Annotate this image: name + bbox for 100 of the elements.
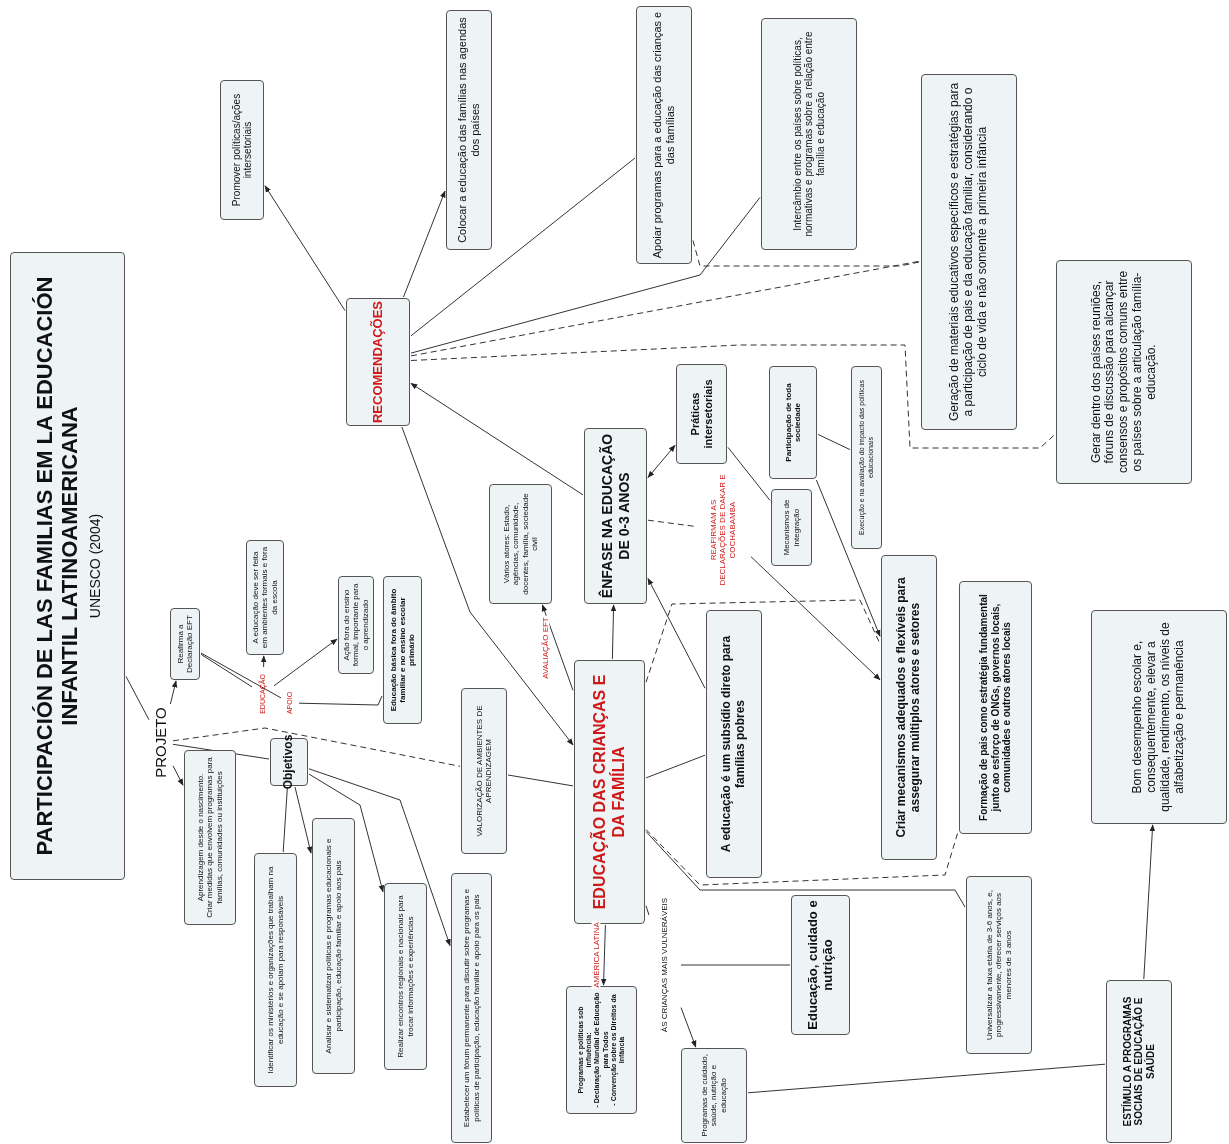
heading-box <box>10 252 125 880</box>
concept-text: Apoiar programas para a educação das crianças e das famílias <box>651 11 677 259</box>
connector-line <box>817 433 851 451</box>
connector-line <box>282 786 288 853</box>
arrow <box>308 773 385 893</box>
connector-line <box>747 1063 1106 1094</box>
connector-line <box>645 599 881 683</box>
concept-box <box>966 876 1032 1054</box>
edge-label: AVALIAÇÃO EFT <box>540 616 550 680</box>
concept-text: Práticas intersetoriais <box>688 378 715 451</box>
arrow <box>647 444 676 479</box>
concept-text: Geração de materiais educativos específicos e estratégias para a participação de pais e da educação familiar, considerando o ciclo de vida e não somente a primeira infância <box>948 81 990 424</box>
concept-text: Bom desempenho escolar e, consequentemente, elevar a qualidade, rendimento, os níveis de alfabetização e permanência <box>1131 621 1187 814</box>
connector-line <box>680 964 791 966</box>
concept-box <box>791 895 850 1035</box>
concept-box <box>461 688 507 854</box>
concept-box <box>446 10 492 250</box>
arrow <box>410 382 584 496</box>
connector-line <box>172 727 461 767</box>
concept-text: Mecanismos de integração <box>782 498 801 558</box>
concept-text: ESTÍMULO A PROGRAMAS SOCIAIS DE EDUCAÇÃO E SAÚDE <box>1121 995 1157 1129</box>
arrow <box>647 577 706 689</box>
concept-text: EDUCAÇÃO DAS CRIANÇAS E DA FAMÍLIA <box>591 673 628 912</box>
arrow <box>260 655 267 668</box>
concept-box <box>383 576 422 724</box>
concept-box <box>851 366 882 549</box>
concept-text: Aprendizagem desde o nascimento. <box>196 773 206 902</box>
connector-line <box>298 695 383 706</box>
concept-text: Formação de pais como estratégia fundamental junto ao esforço de ONGs, governos locais, comunidades e outros atores locais <box>978 593 1013 823</box>
arrow <box>169 680 178 705</box>
concept-box <box>761 18 857 250</box>
concept-box <box>346 298 410 426</box>
concept-box <box>921 74 1017 430</box>
concept-text: Colocar a educação das famílias nas agendas dos países <box>456 16 482 245</box>
connector-line <box>645 829 959 886</box>
connector-line <box>410 157 636 337</box>
concept-box <box>220 80 264 220</box>
arrow <box>403 190 446 298</box>
connector-line <box>645 831 966 908</box>
concept-box <box>338 576 374 674</box>
concept-box <box>706 610 762 878</box>
concept-box <box>312 818 355 1074</box>
concept-label: PROJETO <box>150 705 172 780</box>
concept-text: Promover políticas/ações intersetoriais <box>230 92 254 209</box>
concept-text: Reafirma a Declaração EFT <box>175 614 195 675</box>
subheading-text: UNESCO (2004) <box>86 513 103 619</box>
concept-text: Identificar os ministérios e organizações que trabalham na educação e se apoiam para responsáveis <box>266 865 285 1076</box>
concept-box <box>1106 980 1172 1143</box>
concept-text: Criar medidas que envolvem programas para famílias, comunidades ou instituições <box>205 756 224 920</box>
concept-label: ÀS CRIANÇAS MAIS VULNERÁVEIS <box>650 895 680 1035</box>
arrow <box>1143 824 1156 980</box>
concept-label: REAFIRMAM AS DECLARAÇÕES DE DAKAR E COCHABAMBA <box>696 474 750 586</box>
connector-line <box>200 653 253 688</box>
connector-line <box>125 675 150 721</box>
concept-box <box>769 366 817 479</box>
concept-text: Educação básica fora do âmbito familiar e no ensino escolar primário <box>388 587 417 714</box>
connector-line <box>410 196 761 354</box>
concept-text: VALORIZAÇÃO DE AMBIENTES DE APRENDIZAGEM <box>474 704 494 839</box>
concept-text: Universalizar a faixa etária de 3-6 anos, e, progressivamente, oferecer serviços aos menores de 3 anos <box>985 889 1013 1042</box>
concept-text: Ação fora do ensino formal, importante para o aprendizado <box>342 582 370 669</box>
concept-text: Intercâmbio entre os países sobre políticas, normativas e programas sobre a relação entre família e educação <box>791 30 827 239</box>
concept-text: Objetivos <box>282 734 296 790</box>
concept-box <box>489 484 552 604</box>
concept-box <box>959 581 1032 834</box>
arrow <box>815 479 881 637</box>
arrow <box>264 185 346 312</box>
concept-box <box>384 883 427 1070</box>
concept-text: Programas de cuidado, saúde, nutrição e educação <box>700 1053 728 1138</box>
arrow <box>401 426 574 746</box>
concept-box <box>1091 610 1227 824</box>
connector-line <box>645 754 706 779</box>
concept-box <box>681 1048 747 1143</box>
connector-line <box>410 344 1056 449</box>
concept-text: A educação deve ser feita em ambientes formais e fora da escola <box>251 545 279 650</box>
concept-text: RECOMENDAÇÕES <box>370 300 386 424</box>
arrow <box>680 1007 697 1048</box>
connector-line <box>692 240 921 267</box>
connector-line <box>507 774 574 787</box>
concept-text: Estabelecer um fórum permanente para discutir sobre programas e políticas de participação, educação familiar e apoio para os pais <box>462 887 481 1130</box>
concept-box <box>566 986 637 1114</box>
concept-text: Participação de toda sociedade <box>783 382 803 464</box>
concept-box <box>881 555 937 860</box>
connector-line <box>200 652 282 699</box>
concept-box <box>451 873 492 1143</box>
concept-box <box>170 608 200 680</box>
connector-line <box>647 519 696 527</box>
concept-text: Realizar encontros regionais e nacionais para trocar informações e experiências <box>396 894 415 1060</box>
concept-box <box>584 428 647 604</box>
concept-text: A educação é um subsídio direto para famílias pobres <box>720 634 748 855</box>
concept-box <box>184 750 236 925</box>
concept-box <box>254 853 297 1087</box>
concept-box <box>574 660 645 924</box>
arrow <box>273 638 338 687</box>
arrow <box>610 604 617 660</box>
concept-box <box>771 489 812 566</box>
connector-line <box>410 260 921 357</box>
heading-text: PARTICIPACIÓN DE LAS FAMILIAS EM LA EDUCACIÓN INFANTIL LATINOAMERICANA <box>32 275 83 858</box>
edge-label: AMÉRICA LATINA <box>591 921 601 989</box>
concept-text: Analisar e sistematizar políticas e programas educacionais e participação, educação familiar e apoio aos pais <box>324 837 343 1056</box>
arrow <box>600 924 607 986</box>
